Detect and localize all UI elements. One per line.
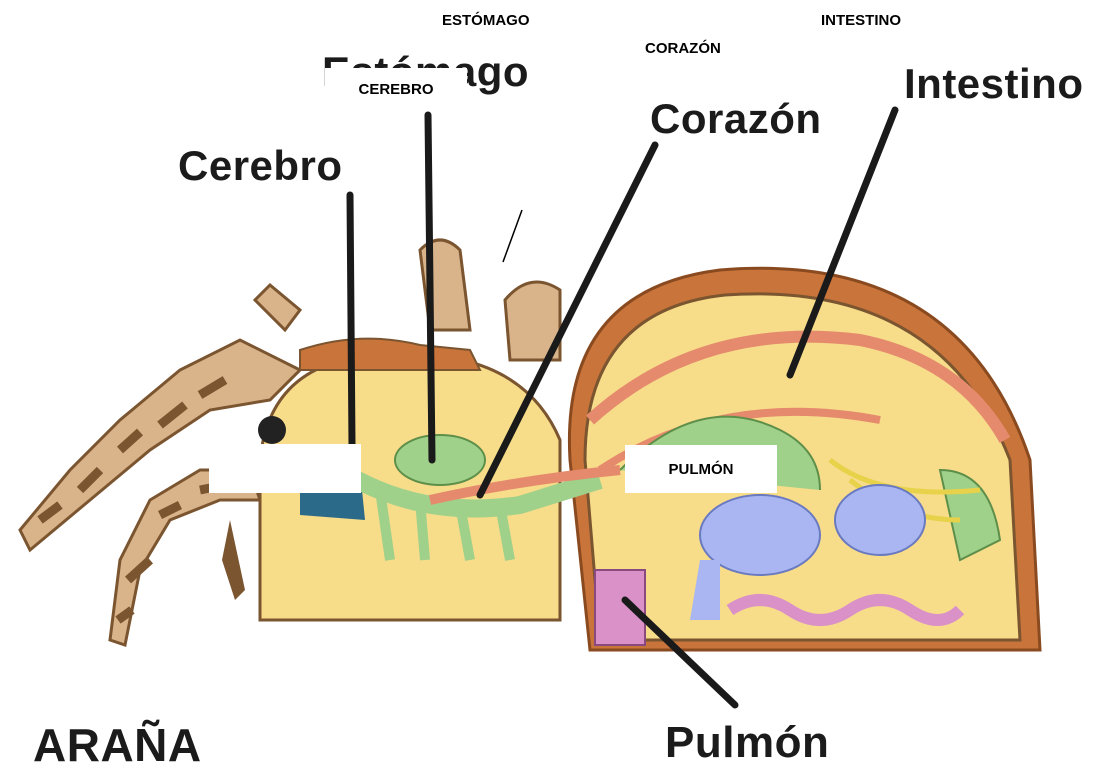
leader-line-cerebro: [350, 195, 352, 445]
answer-label-pulmon[interactable]: PULMÓN: [625, 445, 777, 493]
answer-label-intestino[interactable]: INTESTINO: [821, 12, 901, 29]
label-intestino-printed: Intestino: [904, 60, 1084, 108]
label-cerebro-printed: Cerebro: [178, 142, 343, 190]
blank-answer-box[interactable]: [209, 444, 361, 493]
thin-pen-line: [503, 210, 522, 262]
label-corazon-printed: Corazón: [650, 95, 822, 143]
diagram-title: ARAÑA: [33, 718, 202, 772]
answer-label-cerebro[interactable]: CEREBRO: [325, 68, 467, 110]
leader-line-estomago: [428, 115, 432, 460]
answer-label-estomago[interactable]: ESTÓMAGO: [442, 12, 530, 29]
label-pulmon-printed: Pulmón: [665, 718, 829, 768]
answer-label-corazon[interactable]: CORAZÓN: [645, 40, 721, 57]
